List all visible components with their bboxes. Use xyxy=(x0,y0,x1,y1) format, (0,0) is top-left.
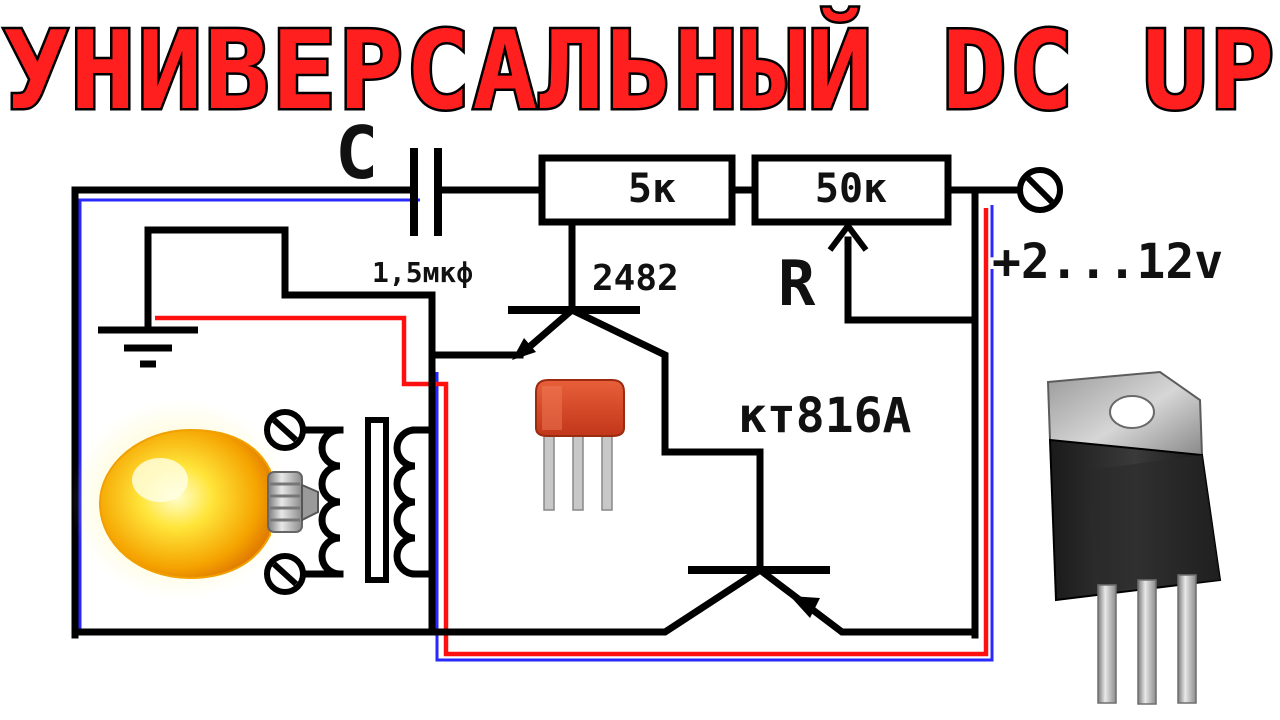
page-title: УНИВЕРСАЛЬНЫЙ DC UP xyxy=(3,7,1276,134)
variable-resistor-letter: R xyxy=(778,247,816,320)
resistor-50k xyxy=(751,154,952,252)
capacitor-letter: C xyxy=(335,111,378,195)
resistor-5k xyxy=(538,154,736,226)
small-transistor-icon xyxy=(535,379,625,511)
transistor-kt816a-symbol xyxy=(688,566,830,618)
capacitor xyxy=(410,148,442,236)
transistor-2482-symbol xyxy=(508,306,640,360)
light-bulb-icon xyxy=(70,400,319,600)
transistor-power-label: кт816А xyxy=(738,388,911,444)
transformer-coil xyxy=(296,417,436,636)
transistor-small-label: 2482 xyxy=(592,258,679,299)
ground-icon xyxy=(98,318,198,368)
capacitor-value: 1,5мкф xyxy=(372,256,473,289)
red-wire xyxy=(155,208,989,657)
resistor-5k-label: 5к xyxy=(628,166,676,212)
resistor-50k-label: 50к xyxy=(815,166,887,212)
to220-transistor-icon xyxy=(1046,370,1222,705)
supply-terminal-icon xyxy=(1017,167,1063,213)
screw-terminal-icon xyxy=(264,409,306,595)
supply-label: +2...12v xyxy=(992,234,1223,290)
